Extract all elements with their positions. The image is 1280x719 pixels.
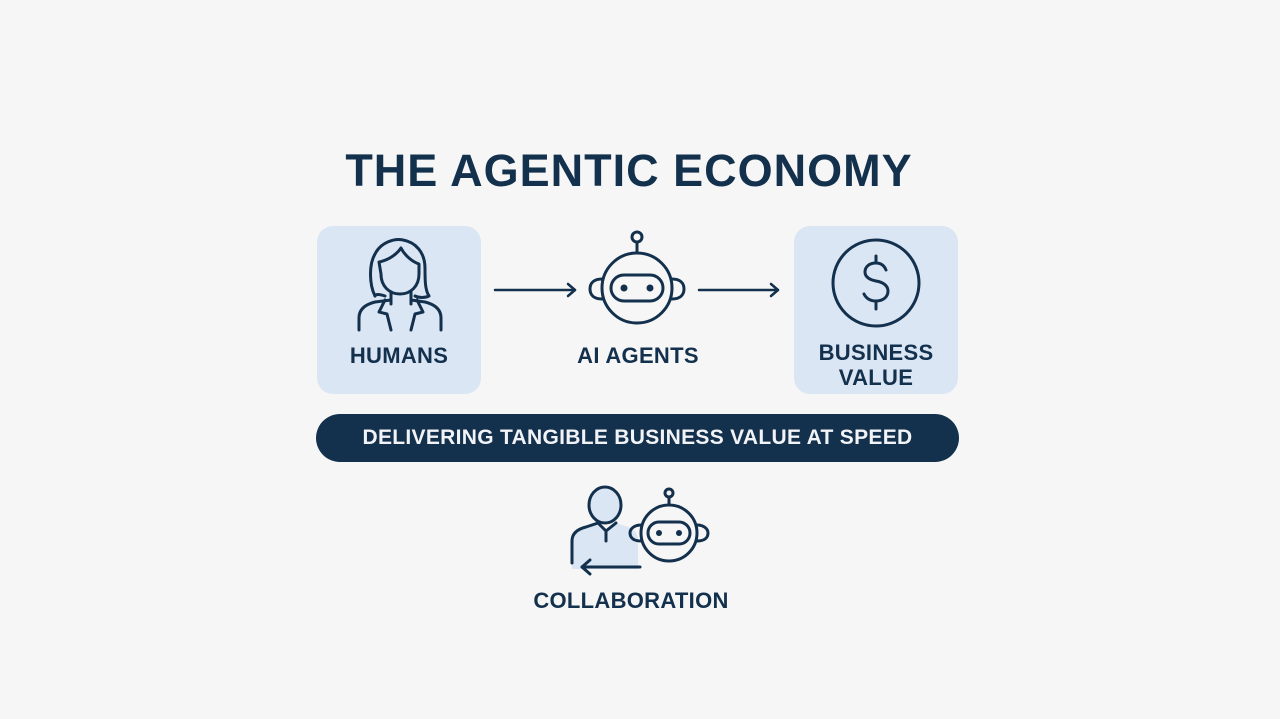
- arrow-right-icon: [697, 282, 780, 298]
- business-value-label-line2: VALUE: [838, 365, 914, 390]
- banner: DELIVERING TANGIBLE BUSINESS VALUE AT SP…: [316, 414, 959, 462]
- collaboration-label: COLLABORATION: [533, 588, 729, 613]
- woman-person-icon: [357, 238, 443, 332]
- humans-card: [317, 226, 481, 394]
- business-value-label: BUSINESS VALUE: [794, 340, 958, 390]
- banner-text: DELIVERING TANGIBLE BUSINESS VALUE AT SP…: [362, 426, 913, 449]
- business-value-label-line1: BUSINESS: [818, 340, 934, 365]
- dollar-circle-icon: [831, 238, 921, 328]
- person-robot-collaboration-icon: [570, 485, 710, 576]
- page-title: THE AGENTIC ECONOMY: [345, 145, 913, 196]
- humans-label: HUMANS: [349, 343, 449, 368]
- ai-agents-label: AI AGENTS: [577, 343, 699, 368]
- arrow-right-icon: [493, 282, 577, 298]
- robot-icon: [588, 230, 686, 325]
